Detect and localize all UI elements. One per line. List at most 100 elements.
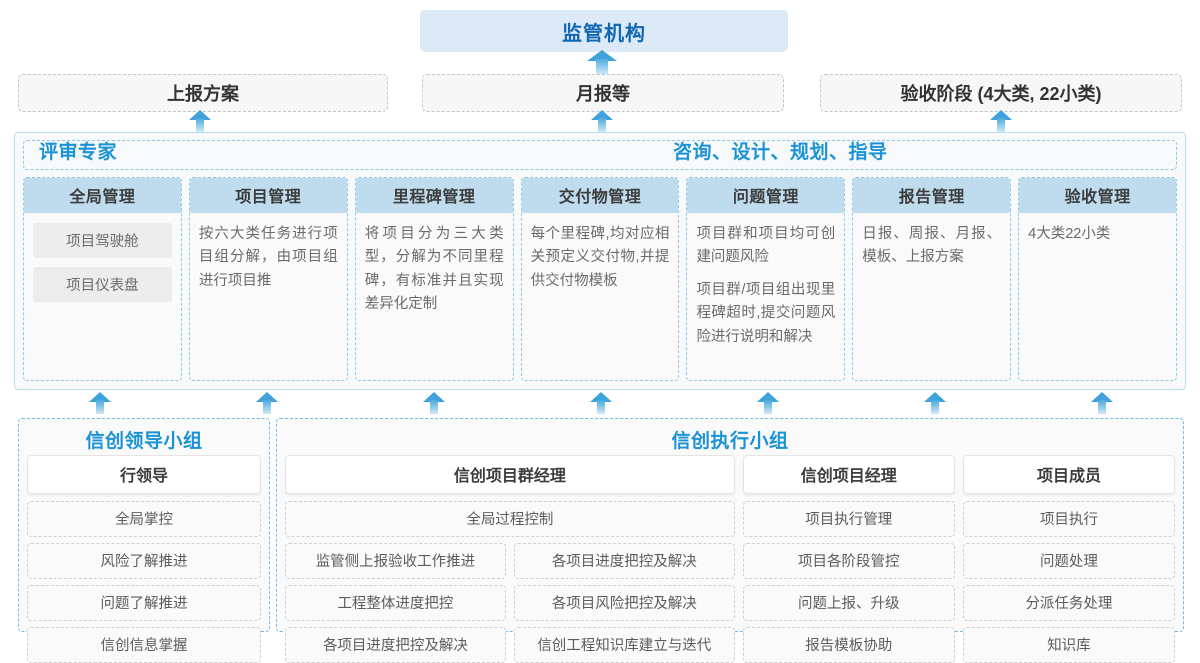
column-body-deliverable: 每个里程碑,均对应相关预定义交付物,并提供交付物模板 xyxy=(522,213,679,380)
arrow-shaft xyxy=(597,400,605,414)
arrow-to-column-3 xyxy=(423,392,445,414)
column-body-project: 按六大类任务进行项目组分解，由项目组进行项目推 xyxy=(190,213,347,380)
arrow-shaft xyxy=(764,400,772,414)
arrow-to-column-4 xyxy=(590,392,612,414)
regulator-label: 监管机构 xyxy=(562,22,646,45)
platform-column-acceptance[interactable]: 验收管理 4大类22小类 xyxy=(1018,177,1178,381)
table-row: 各项目进度把控及解决 信创工程知识库建立与迭代 xyxy=(285,627,735,663)
column-head-milestone: 里程碑管理 xyxy=(355,178,513,213)
column-head-project: 项目管理 xyxy=(189,178,347,213)
platform-columns: 全局管理 项目驾驶舱 项目仪表盘 项目管理 按六大类任务进行项目组分解，由项目组… xyxy=(23,177,1178,381)
column-text-acceptance: 4大类22小类 xyxy=(1028,226,1111,242)
report-box-monthly[interactable]: 月报等 xyxy=(422,74,784,112)
report-box-plan[interactable]: 上报方案 xyxy=(18,74,388,112)
arrow-shaft xyxy=(96,400,104,414)
role-col-project-member: 项目成员 项目执行 问题处理 分派任务处理 知识库 xyxy=(962,455,1176,663)
platform-column-issue[interactable]: 问题管理 项目群和项目均可创建问题风险 项目群/项目组出现里程碑超时,提交问题风… xyxy=(686,177,846,381)
column-body-global: 项目驾驶舱 项目仪表盘 xyxy=(24,213,181,380)
arrow-to-column-1 xyxy=(89,392,111,414)
list-item[interactable]: 工程整体进度把控 xyxy=(285,585,506,621)
arrow-to-report-monthly xyxy=(591,110,613,132)
arrow-head-icon xyxy=(423,392,445,402)
arrow-to-column-2 xyxy=(256,392,278,414)
platform-column-project[interactable]: 项目管理 按六大类任务进行项目组分解，由项目组进行项目推 xyxy=(188,177,348,381)
list-item[interactable]: 知识库 xyxy=(962,627,1176,663)
arrow-head-icon xyxy=(587,50,617,61)
list-item[interactable]: 风险了解推进 xyxy=(27,543,261,579)
platform-title-consult: 咨询、设计、规划、指导 xyxy=(673,142,888,163)
list-item[interactable]: 分派任务处理 xyxy=(962,585,1176,621)
list-item[interactable]: 全局掌控 xyxy=(27,501,261,537)
role-col-bank-leader: 行领导 全局掌控 风险了解推进 问题了解推进 信创信息掌握 xyxy=(27,455,261,663)
platform-column-milestone[interactable]: 里程碑管理 将项目分为三大类型，分解为不同里程碑，有标准并且实现差异化定制 xyxy=(354,177,514,381)
arrow-shaft xyxy=(263,400,271,414)
column-head-acceptance: 验收管理 xyxy=(1019,178,1177,213)
list-item[interactable]: 监管侧上报验收工作推进 xyxy=(285,543,506,579)
column-head-issue: 问题管理 xyxy=(687,178,845,213)
list-item[interactable]: 项目执行管理 xyxy=(742,501,955,537)
team-execution-group: 信创执行小组 信创项目群经理 全局过程控制 监管侧上报验收工作推进 各项目进度把… xyxy=(276,418,1184,663)
list-item[interactable]: 问题了解推进 xyxy=(27,585,261,621)
column-head-deliverable: 交付物管理 xyxy=(521,178,679,213)
role-head-bank-leader[interactable]: 行领导 xyxy=(27,455,261,494)
column-text-milestone: 将项目分为三大类型，分解为不同里程碑，有标准并且实现差异化定制 xyxy=(364,226,504,313)
arrow-head-icon xyxy=(1091,392,1113,402)
list-item[interactable]: 各项目进度把控及解决 xyxy=(513,543,735,579)
platform-titlebar xyxy=(23,140,1177,170)
list-item[interactable]: 项目执行 xyxy=(962,501,1176,537)
platform-column-deliverable[interactable]: 交付物管理 每个里程碑,均对应相关预定义交付物,并提供交付物模板 xyxy=(520,177,680,381)
table-row: 监管侧上报验收工作推进 各项目进度把控及解决 xyxy=(285,543,735,579)
arrow-shaft xyxy=(931,400,939,414)
team-to-platform-arrows xyxy=(0,392,1200,418)
arrow-to-report-acceptance xyxy=(990,110,1012,132)
column-text-issue-2: 项目群/项目组出现里程碑超时,提交问题风险进行说明和解决 xyxy=(696,281,836,345)
list-item[interactable]: 问题上报、升级 xyxy=(742,585,955,621)
arrow-head-icon xyxy=(590,392,612,402)
column-body-milestone: 将项目分为三大类型，分解为不同里程碑，有标准并且实现差异化定制 xyxy=(356,213,513,380)
column-head-report: 报告管理 xyxy=(853,178,1011,213)
column-body-acceptance: 4大类22小类 xyxy=(1019,213,1176,380)
list-item[interactable]: 各项目风险把控及解决 xyxy=(513,585,735,621)
table-row: 工程整体进度把控 各项目风险把控及解决 xyxy=(285,585,735,621)
pill-project-cockpit[interactable]: 项目驾驶舱 xyxy=(33,223,172,258)
report-acceptance-label: 验收阶段 (4大类, 22小类) xyxy=(900,84,1102,104)
report-box-acceptance[interactable]: 验收阶段 (4大类, 22小类) xyxy=(820,74,1182,112)
arrow-shaft xyxy=(596,59,608,74)
role-items-project-manager: 项目执行管理 项目各阶段管控 问题上报、升级 报告模板协助 xyxy=(742,501,955,663)
leadership-roles: 行领导 全局掌控 风险了解推进 问题了解推进 信创信息掌握 xyxy=(27,455,261,663)
list-item[interactable]: 报告模板协助 xyxy=(742,627,955,663)
list-item[interactable]: 信创工程知识库建立与迭代 xyxy=(513,627,735,663)
team-execution-title: 信创执行小组 xyxy=(671,431,789,452)
report-monthly-label: 月报等 xyxy=(576,84,630,104)
pill-project-dashboard[interactable]: 项目仪表盘 xyxy=(33,267,172,302)
arrow-shaft xyxy=(1098,400,1106,414)
arrow-head-icon xyxy=(256,392,278,402)
role-items-bank-leader: 全局掌控 风险了解推进 问题了解推进 信创信息掌握 xyxy=(27,501,261,663)
list-item[interactable]: 全局过程控制 xyxy=(285,501,735,537)
team-leadership-title: 信创领导小组 xyxy=(85,431,203,452)
role-head-project-manager[interactable]: 信创项目经理 xyxy=(742,455,955,494)
platform-column-report[interactable]: 报告管理 日报、周报、月报、模板、上报方案 xyxy=(852,177,1012,381)
role-col-project-manager: 信创项目经理 项目执行管理 项目各阶段管控 问题上报、升级 报告模板协助 xyxy=(742,455,955,663)
list-item[interactable]: 信创信息掌握 xyxy=(27,627,261,663)
arrow-head-icon xyxy=(757,392,779,402)
list-item[interactable]: 问题处理 xyxy=(962,543,1176,579)
arrow-to-column-7 xyxy=(1091,392,1113,414)
column-body-report: 日报、周报、月报、模板、上报方案 xyxy=(853,213,1010,380)
role-head-program-manager[interactable]: 信创项目群经理 xyxy=(285,455,735,494)
column-text-report: 日报、周报、月报、模板、上报方案 xyxy=(862,226,1002,266)
arrow-shaft xyxy=(598,118,606,132)
list-item[interactable]: 各项目进度把控及解决 xyxy=(285,627,506,663)
arrow-to-column-5 xyxy=(757,392,779,414)
platform-column-global[interactable]: 全局管理 项目驾驶舱 项目仪表盘 xyxy=(23,177,182,381)
list-item[interactable]: 项目各阶段管控 xyxy=(742,543,955,579)
arrow-to-column-6 xyxy=(924,392,946,414)
arrow-shaft xyxy=(997,118,1005,132)
team-leadership-group: 信创领导小组 行领导 全局掌控 风险了解推进 问题了解推进 信创信息掌握 xyxy=(18,418,270,663)
role-items-project-member: 项目执行 问题处理 分派任务处理 知识库 xyxy=(962,501,1176,663)
execution-roles: 信创项目群经理 全局过程控制 监管侧上报验收工作推进 各项目进度把控及解决 工程… xyxy=(285,455,1176,663)
role-head-project-member[interactable]: 项目成员 xyxy=(962,455,1176,494)
arrow-to-regulator xyxy=(587,50,617,74)
column-text-issue-1: 项目群和项目均可创建问题风险 xyxy=(696,226,836,266)
arrow-shaft xyxy=(430,400,438,414)
